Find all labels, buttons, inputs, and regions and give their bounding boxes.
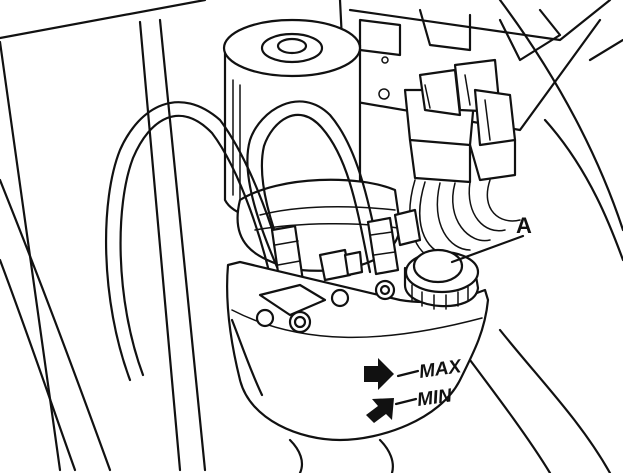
wiring-harness	[409, 179, 521, 261]
pump-motor	[222, 18, 362, 223]
max-level-line	[396, 369, 420, 378]
outlet-pipe	[288, 438, 394, 473]
reservoir-cap	[403, 248, 480, 310]
callout-leader-line	[450, 234, 525, 264]
body-panel-outline	[0, 0, 207, 472]
arrow-right-icon	[364, 358, 394, 390]
relay-connector-block	[403, 58, 517, 184]
min-level-line	[394, 397, 418, 406]
right-body-panel	[468, 0, 623, 473]
min-level-marker: MIN	[366, 385, 454, 423]
arrow-up-right-icon	[366, 398, 394, 423]
min-level-label: MIN	[416, 385, 455, 411]
callout-label-a: A	[516, 213, 532, 238]
